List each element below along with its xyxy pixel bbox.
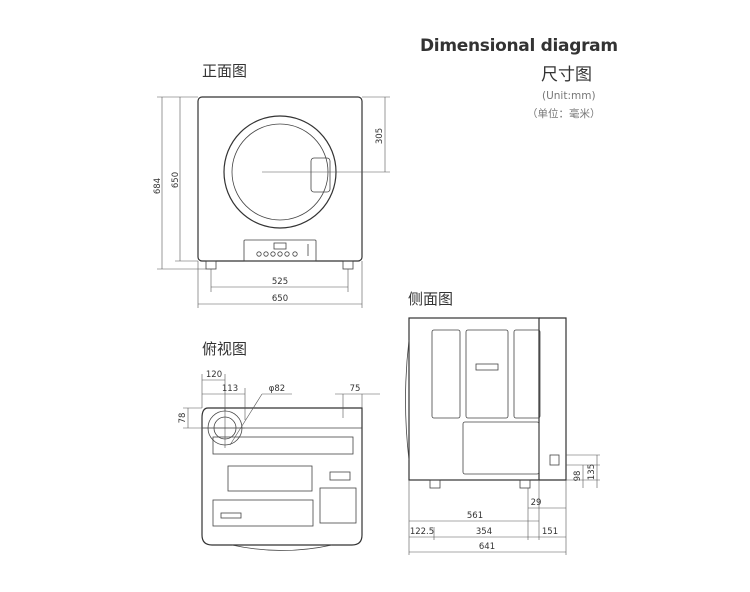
- dim-650-width: 650: [272, 294, 288, 304]
- top-view: 120 113 φ82 75 78: [178, 370, 380, 551]
- unit-note-zh: （单位：毫米）: [527, 108, 601, 120]
- dim-305: 305: [375, 128, 385, 144]
- side-panel-3: [513, 329, 541, 419]
- dim-135: 135: [587, 464, 597, 480]
- diagram-title-en: Dimensional diagram: [420, 36, 618, 56]
- dim-122-5: 122.5: [410, 527, 434, 537]
- front-view-label: 正面图: [202, 62, 248, 80]
- control-knobs: [256, 242, 309, 257]
- top-front-curve: [231, 544, 333, 551]
- dim-diameter-82: φ82: [269, 384, 285, 394]
- control-panel: [243, 239, 317, 262]
- dim-354: 354: [476, 527, 492, 537]
- dim-561: 561: [467, 511, 483, 521]
- top-label-box: [329, 471, 351, 481]
- front-foot-right: [342, 260, 354, 270]
- side-view-label: 侧面图: [408, 290, 454, 308]
- diagram-title-zh: 尺寸图: [541, 65, 592, 85]
- dim-75: 75: [350, 384, 361, 394]
- top-body-outline: [201, 407, 363, 546]
- side-front-curve: [405, 339, 410, 461]
- side-connector: [549, 454, 560, 466]
- top-panel-box: [319, 487, 357, 524]
- dim-650-height: 650: [171, 172, 181, 188]
- dim-525: 525: [272, 277, 288, 287]
- dim-98: 98: [573, 471, 583, 482]
- dim-29: 29: [531, 498, 542, 508]
- front-body-outline: [197, 96, 363, 262]
- side-view: 98 135 29 561 122.5 354 151 641: [405, 317, 600, 555]
- dim-684: 684: [153, 178, 163, 194]
- top-vent-3: [212, 499, 314, 527]
- top-view-label: 俯视图: [202, 340, 248, 358]
- side-panel-1: [431, 329, 461, 419]
- top-vent-1: [212, 436, 354, 455]
- dim-78: 78: [178, 413, 188, 424]
- top-vent-2: [227, 465, 313, 492]
- side-body-outline: [408, 317, 540, 481]
- dim-113: 113: [222, 384, 238, 394]
- dim-151: 151: [542, 527, 558, 537]
- side-panel-2: [465, 329, 509, 419]
- door-handle: [310, 157, 331, 193]
- side-rear-outline: [539, 317, 567, 481]
- side-handle-slot: [475, 363, 499, 371]
- top-slot: [220, 512, 242, 519]
- front-view: 684 650 305 525 650: [153, 96, 390, 308]
- side-access-panel: [462, 421, 540, 475]
- unit-note-en: (Unit:mm): [542, 90, 596, 102]
- dim-120: 120: [206, 370, 222, 380]
- front-foot-left: [205, 260, 217, 270]
- side-foot-right: [519, 479, 531, 489]
- dim-641: 641: [479, 542, 495, 552]
- side-foot-left: [429, 479, 441, 489]
